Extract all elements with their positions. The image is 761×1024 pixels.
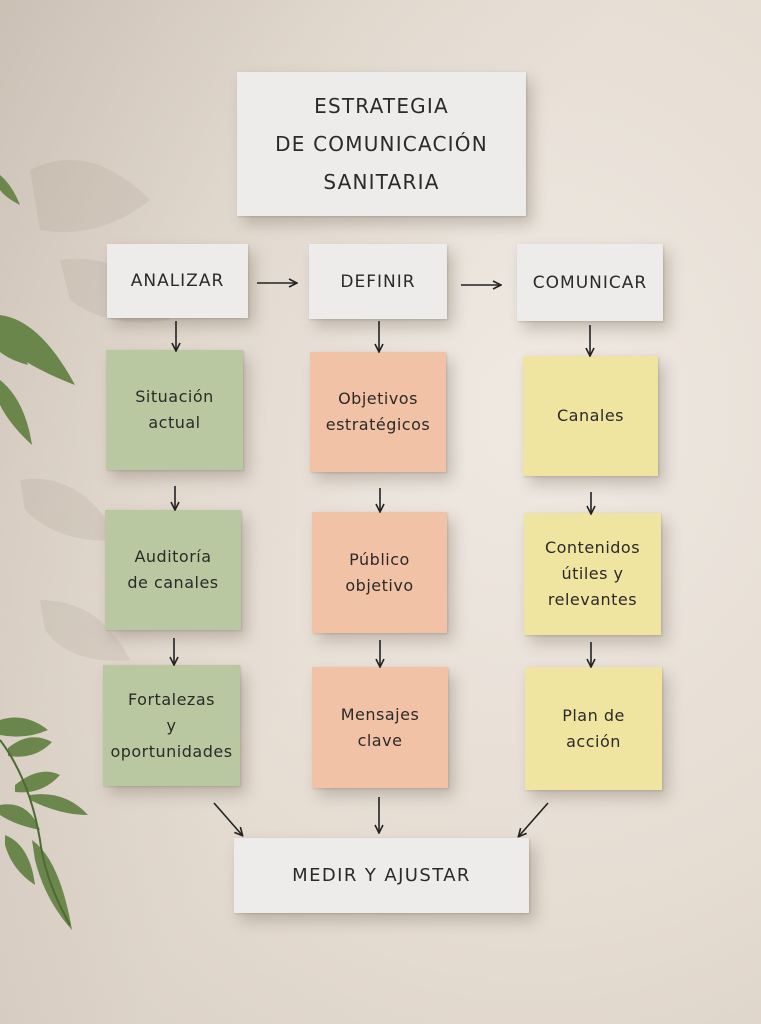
note-publico-objetivo: Público objetivo	[312, 512, 447, 633]
title-line-2: DE COMUNICACIÓN	[275, 132, 488, 156]
final-step-medir-y-ajustar: MEDIR Y AJUSTAR	[234, 838, 529, 913]
arrow-icon	[519, 802, 549, 836]
note-canales: Canales	[523, 356, 658, 476]
arrow-icon	[213, 802, 242, 835]
stage-definir-header: DEFINIR	[309, 244, 447, 319]
note-fortalezas-y-oportunidades: Fortalezas y oportunidades	[103, 665, 240, 786]
note-situacion-actual: Situación actual	[106, 350, 243, 470]
stage-comunicar-header: COMUNICAR	[517, 244, 663, 321]
note-plan-de-accion: Plan de acción	[525, 667, 662, 790]
note-contenidos-utiles: Contenidos útiles y relevantes	[524, 513, 661, 635]
note-auditoria-de-canales: Auditoría de canales	[105, 510, 241, 630]
note-mensajes-clave: Mensajes clave	[312, 667, 448, 788]
diagram-title: ESTRATEGIA DE COMUNICACIÓN SANITARIA	[237, 72, 526, 216]
title-line-1: ESTRATEGIA	[314, 94, 449, 118]
note-objetivos-estrategicos: Objetivos estratégicos	[310, 352, 446, 472]
stage-analizar-header: ANALIZAR	[107, 244, 248, 318]
title-line-3: SANITARIA	[323, 170, 440, 194]
